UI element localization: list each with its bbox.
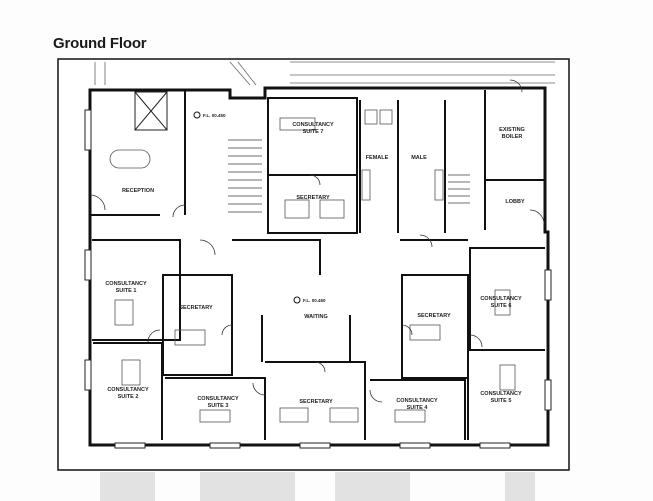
- room-suite2-l1: CONSULTANCY: [107, 387, 149, 393]
- level-marker: F.L. 00.450 F.L. 00.450: [193, 111, 326, 304]
- room-suite1-l2: SUITE 1: [116, 288, 137, 294]
- room-suite4-l1: CONSULTANCY: [396, 398, 438, 404]
- room-secretary-right: SECRETARY: [417, 313, 451, 319]
- room-suite1-l1: CONSULTANCY: [105, 281, 147, 287]
- svg-text:F.L. 00.450: F.L. 00.450: [303, 298, 326, 303]
- floor-title: Ground Floor: [53, 35, 147, 52]
- room-secretary-left: SECRETARY: [179, 305, 213, 311]
- building-walls: [88, 86, 550, 447]
- scan-shadow-blocks: [100, 472, 535, 501]
- room-waiting: WAITING: [304, 314, 328, 320]
- room-boiler-l1: EXISTING: [499, 127, 525, 133]
- room-suite5-l1: CONSULTANCY: [480, 391, 522, 397]
- room-suite3-l1: CONSULTANCY: [197, 396, 239, 402]
- room-female: FEMALE: [366, 155, 389, 161]
- room-labels: RECEPTION CONSULTANCY SUITE 7 SECRETARY …: [105, 122, 525, 411]
- room-secretary-top: SECRETARY: [296, 195, 330, 201]
- svg-text:F.L. 00.450: F.L. 00.450: [203, 113, 226, 118]
- room-suite7-l2: SUITE 7: [303, 129, 324, 135]
- room-secretary-bottom: SECRETARY: [299, 399, 333, 405]
- door-swings: [89, 79, 545, 403]
- staircase: [228, 139, 470, 213]
- room-suite7-l1: CONSULTANCY: [292, 122, 334, 128]
- room-boiler-l2: BOILER: [502, 134, 523, 140]
- furniture: [109, 109, 516, 423]
- room-suite3-l2: SUITE 3: [208, 403, 229, 409]
- room-suite4-l2: SUITE 4: [407, 405, 429, 411]
- plan-frame: [57, 58, 570, 471]
- room-suite6-l2: SUITE 6: [491, 303, 512, 309]
- interior-walls: [90, 90, 545, 440]
- room-reception: RECEPTION: [122, 188, 154, 194]
- room-suite6-l1: CONSULTANCY: [480, 296, 522, 302]
- lift-shaft: [134, 91, 168, 131]
- room-lobby: LOBBY: [505, 199, 525, 205]
- room-suite2-l2: SUITE 2: [118, 394, 139, 400]
- room-suite5-l2: SUITE 5: [491, 398, 512, 404]
- room-male: MALE: [411, 155, 427, 161]
